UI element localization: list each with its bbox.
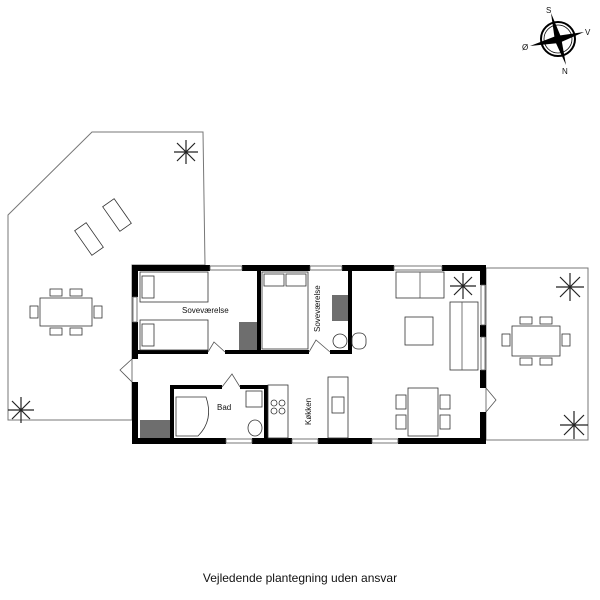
terrace-table-right — [501, 316, 571, 366]
terrace-table-left — [29, 288, 103, 336]
single-bed — [139, 319, 209, 351]
compass-south: S — [546, 6, 551, 15]
chair — [351, 332, 367, 350]
single-bed — [139, 271, 209, 303]
plant-icon — [8, 140, 588, 439]
double-bed — [261, 271, 309, 350]
toilet — [247, 419, 263, 437]
compass-north: N — [562, 67, 568, 76]
kitchen-counter — [327, 376, 349, 439]
compass-icon: S V Ø N — [522, 6, 591, 76]
sun-loungers — [74, 198, 132, 256]
compass-east: Ø — [522, 43, 528, 52]
room-label-bedroom: Soveværelse — [313, 285, 322, 332]
disclaimer-caption: Vejledende plantegning uden ansvar — [202, 571, 398, 585]
doors — [119, 339, 497, 413]
sink — [245, 390, 263, 408]
dining-table — [395, 387, 451, 437]
closet — [140, 420, 170, 438]
bathtub — [175, 396, 210, 437]
windows — [132, 265, 486, 444]
closet — [332, 295, 348, 321]
room-label-bedroom: Soveværelse — [182, 306, 229, 315]
room-label-kitchen: Køkken — [304, 398, 313, 425]
corner-sofa — [449, 301, 479, 371]
coffee-table — [404, 316, 434, 346]
stove — [267, 384, 289, 439]
sofa — [395, 271, 445, 299]
closet — [239, 322, 257, 350]
outer-walls — [132, 265, 486, 444]
washing-machine — [332, 333, 348, 349]
room-label-bathroom: Bad — [217, 403, 231, 412]
compass-west: V — [585, 28, 591, 37]
